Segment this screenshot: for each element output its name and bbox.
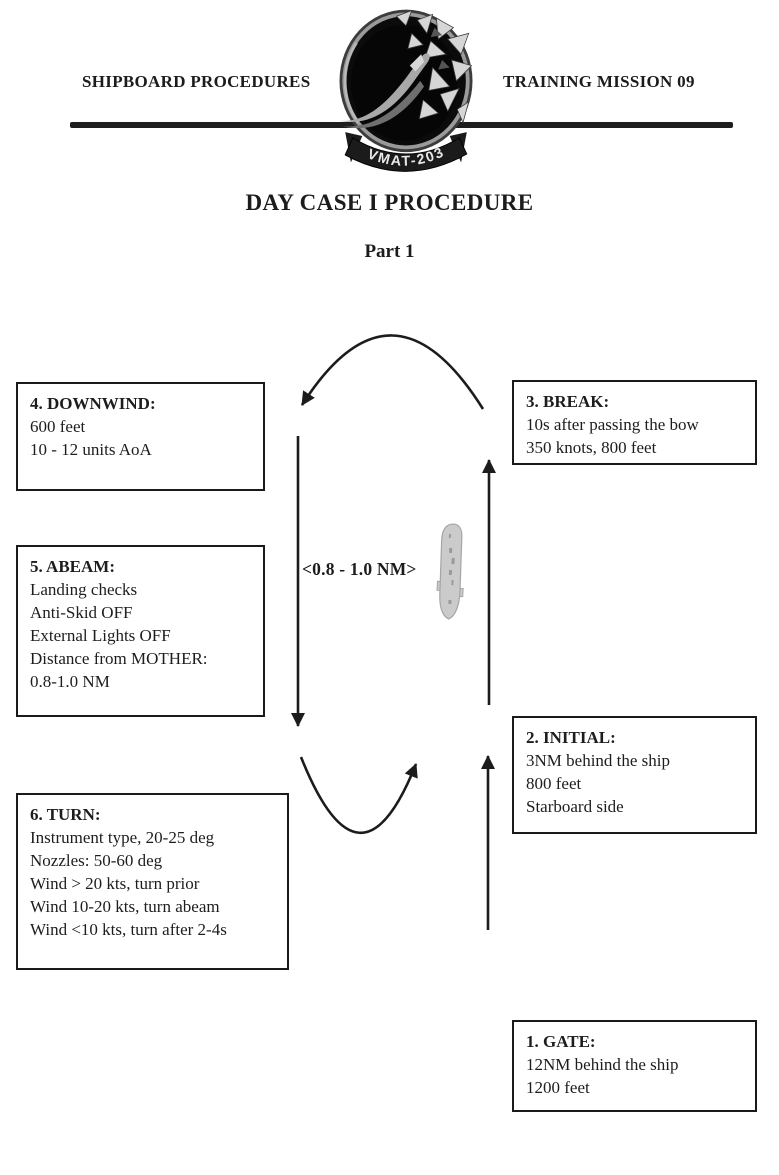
step-box-line: Wind 10-20 kts, turn abeam <box>30 897 220 916</box>
step-box-title: 6. TURN: <box>30 805 101 824</box>
header-right-label: TRAINING MISSION 09 <box>503 72 695 91</box>
patch-rim-highlight <box>343 42 360 124</box>
step-box-abeam: 5. ABEAM: Landing checks Anti-Skid OFF E… <box>16 545 265 717</box>
step-box-line: 10 - 12 units AoA <box>30 440 152 459</box>
page-subtitle: Part 1 <box>364 241 415 262</box>
step-box-line: Distance from MOTHER: <box>30 649 208 668</box>
vmat-203-squadron-logo: VMAT-203 <box>330 6 482 188</box>
banner-ribbon <box>344 137 468 172</box>
pattern-arc-bottom <box>299 756 418 835</box>
step-box-line: Instrument type, 20-25 deg <box>30 828 215 847</box>
step-box-title: 2. INITIAL: <box>526 728 616 747</box>
step-box-line: Wind <10 kts, turn after 2-4s <box>30 920 227 939</box>
step-box-line: External Lights OFF <box>30 626 171 645</box>
eagle-underwing-icon <box>343 80 425 129</box>
step-box-line: Landing checks <box>30 580 138 599</box>
distance-label: <0.8 - 1.0 NM> <box>302 559 417 579</box>
eagle-head-icon <box>409 54 425 72</box>
step-box-break: 3. BREAK: 10s after passing the bow 350 … <box>512 380 757 465</box>
step-box-initial: 2. INITIAL: 3NM behind the ship 800 feet… <box>512 716 757 834</box>
pattern-arc-top <box>300 334 485 410</box>
aircraft-carrier-icon <box>436 523 464 620</box>
step-box-line: Anti-Skid OFF <box>30 603 133 622</box>
step-box-title: 1. GATE: <box>526 1032 596 1051</box>
step-box-downwind: 4. DOWNWIND: 600 feet 10 - 12 units AoA <box>16 382 265 491</box>
page-title: DAY CASE I PROCEDURE <box>245 190 534 215</box>
squadron-patch-icon: VMAT-203 <box>339 9 473 172</box>
step-box-line: 12NM behind the ship <box>526 1055 679 1074</box>
step-box-line: Wind > 20 kts, turn prior <box>30 874 200 893</box>
step-box-gate: 1. GATE: 12NM behind the ship 1200 feet <box>512 1020 757 1112</box>
step-box-line: 350 knots, 800 feet <box>526 438 657 457</box>
header-left-label: SHIPBOARD PROCEDURES <box>82 72 311 91</box>
step-box-line: 0.8-1.0 NM <box>30 672 110 691</box>
step-box-line: 800 feet <box>526 774 582 793</box>
step-box-line: 1200 feet <box>526 1078 590 1097</box>
step-box-title: 3. BREAK: <box>526 392 610 411</box>
step-box-title: 5. ABEAM: <box>30 557 115 576</box>
step-box-title: 4. DOWNWIND: <box>30 394 156 413</box>
shatter-shards <box>395 9 473 124</box>
step-box-turn: 6. TURN: Instrument type, 20-25 deg Nozz… <box>16 793 289 970</box>
step-box-line: 10s after passing the bow <box>526 415 699 434</box>
step-box-line: Nozzles: 50-60 deg <box>30 851 163 870</box>
step-box-line: 600 feet <box>30 417 86 436</box>
step-box-line: 3NM behind the ship <box>526 751 671 770</box>
step-box-line: Starboard side <box>526 797 624 816</box>
shatter-shadows <box>430 27 450 70</box>
